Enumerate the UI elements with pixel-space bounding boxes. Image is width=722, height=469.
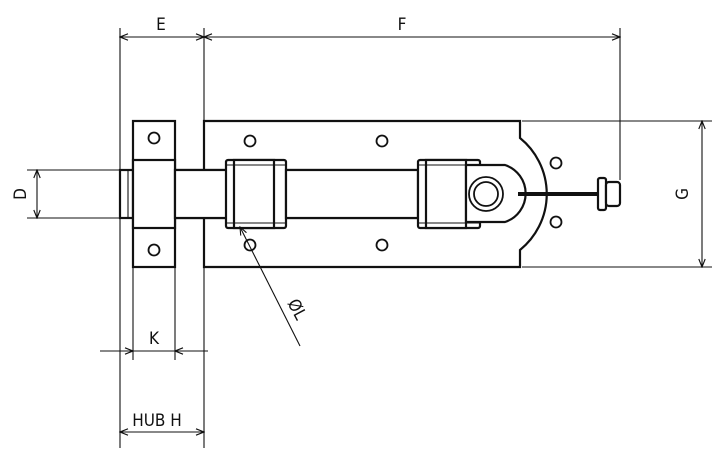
keeper-hole bbox=[147, 243, 161, 257]
dimension-e: E bbox=[120, 15, 204, 170]
bolt-knob bbox=[464, 163, 527, 224]
plate-holes bbox=[243, 134, 563, 252]
plate-hole bbox=[375, 238, 389, 252]
keeper-block bbox=[131, 119, 180, 269]
plate-hole bbox=[549, 156, 563, 170]
dimension-e-label: E bbox=[156, 15, 166, 35]
bolt-handle bbox=[518, 176, 622, 212]
dimension-d-label: D bbox=[11, 188, 31, 200]
plate-hole bbox=[549, 215, 563, 229]
plate-hole bbox=[375, 134, 389, 148]
dimension-g-label: G bbox=[673, 188, 693, 200]
dimension-d: D bbox=[11, 170, 120, 218]
dimension-hub-h-label: HUB H bbox=[132, 411, 182, 431]
guide-bracket-1 bbox=[224, 158, 288, 230]
dimension-g: G bbox=[522, 121, 712, 267]
dimension-hub-h: HUB H bbox=[120, 218, 204, 448]
dimension-k-label: K bbox=[149, 329, 160, 349]
dimension-f-label: F bbox=[398, 15, 407, 35]
keeper-hole bbox=[147, 131, 161, 145]
dimension-f: F bbox=[204, 15, 620, 180]
bolt-rod-middle bbox=[284, 168, 420, 220]
plate-hole bbox=[243, 134, 257, 148]
guide-bracket-2 bbox=[416, 158, 482, 230]
plate-hole bbox=[243, 238, 257, 252]
dimension-k: K bbox=[100, 267, 208, 360]
